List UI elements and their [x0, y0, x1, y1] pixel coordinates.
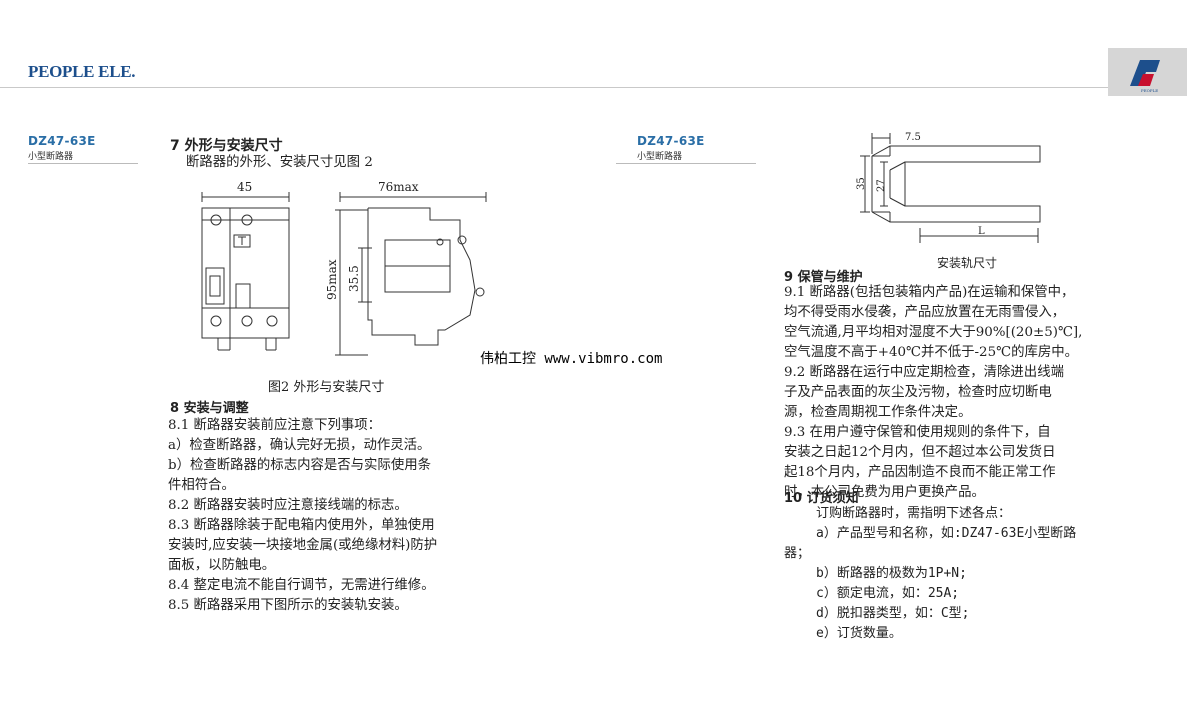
section-10-body: 订购断路器时，需指明下述各点： a）产品型号和名称，如:DZ47-63E小型断路… — [784, 504, 1076, 644]
section-8-line: a）检查断路器，确认完好无损，动作灵活。 — [168, 438, 431, 453]
product-model-left: DZ47-63E — [28, 134, 96, 148]
dim-depth-label: 76max — [378, 180, 419, 194]
section-9-line: 子及产品表面的灰尘及污物，检查时应切断电 — [784, 385, 1052, 400]
company-logo: PEOPLE — [1108, 48, 1187, 96]
section-8-line: 8.5 断路器采用下图所示的安装轨安装。 — [168, 598, 408, 613]
product-model-right: DZ47-63E — [637, 134, 705, 148]
section-7-heading: 7 外形与安装尺寸 — [170, 138, 283, 154]
dim-width-label: 45 — [237, 180, 252, 194]
brand-name: PEOPLE ELE. — [28, 62, 136, 81]
section-9-heading: 9 保管与维护 — [784, 270, 863, 285]
section-10-line: e）订货数量。 — [816, 626, 902, 641]
section-9-line: 空气温度不高于+40℃并不低于-25℃的库房中。 — [784, 345, 1079, 360]
section-8-body: 8.1 断路器安装前应注意下列事项： a）检查断路器，确认完好无损，动作灵活。 … — [168, 416, 437, 616]
section-9-line: 9.2 断路器在运行中应定期检查，清除进出线端 — [784, 365, 1064, 380]
rail-dim-L: L — [978, 226, 985, 237]
rail-dimension-drawing: 7.5 35 27 L — [856, 132, 1041, 243]
rail-dim-35: 35 — [856, 177, 867, 190]
section-9-line: 时，本公司免费为用户更换产品。 — [784, 485, 985, 500]
section-8-heading: 8 安装与调整 — [170, 401, 249, 416]
rail-caption: 安装轨尺寸 — [937, 256, 998, 270]
logo-mark-icon: PEOPLE — [1130, 60, 1160, 93]
section-10-line: c）额定电流，如：25A; — [816, 586, 960, 601]
section-10-line: b）断路器的极数为1P+N; — [816, 566, 967, 581]
section-10-line: d）脱扣器类型，如：C型; — [816, 606, 970, 621]
section-9-line: 起18个月内，产品因制造不良而不能正常工作 — [784, 465, 1056, 480]
dim-height-label: 95max — [325, 259, 339, 300]
section-10-line: a）产品型号和名称，如:DZ47-63E小型断路 — [816, 526, 1077, 541]
section-8-line: 8.4 整定电流不能自行调节，无需进行维修。 — [168, 578, 435, 593]
section-9-line: 9.3 在用户遵守保管和使用规则的条件下，自 — [784, 425, 1051, 440]
section-9-line: 源，检查周期视工作条件决定。 — [784, 405, 972, 420]
section-8-line: 件相符合。 — [168, 478, 235, 493]
section-9-line: 安装之日起12个月内，但不超过本公司发货日 — [784, 445, 1056, 460]
logo-text: PEOPLE — [1141, 88, 1158, 93]
section-10-heading: 10 订货须知 — [784, 491, 859, 506]
section-8-line: b）检查断路器的标志内容是否与实际使用条 — [168, 458, 431, 473]
section-8-line: 8.3 断路器除装于配电箱内使用外，单独使用 — [168, 518, 435, 533]
breaker-dimension-drawing: 45 76max 95max 35.5 — [201, 180, 487, 356]
section-9-line: 9.1 断路器(包括包装箱内产品)在运输和保管中， — [784, 285, 1075, 300]
section-9-body: 9.1 断路器(包括包装箱内产品)在运输和保管中， 均不得受雨水侵袭，产品应放置… — [784, 283, 1082, 503]
tag-divider-left — [28, 163, 138, 164]
section-8-line: 8.1 断路器安装前应注意下列事项： — [168, 418, 382, 433]
rail-dim-27: 27 — [876, 179, 887, 192]
section-8-line: 8.2 断路器安装时应注意接线端的标志。 — [168, 498, 408, 513]
dim-mid-label: 35.5 — [347, 265, 361, 292]
section-10-line: 器； — [784, 546, 811, 561]
section-8-line: 面板，以防触电。 — [168, 558, 276, 573]
watermark-text: 伟柏工控 www.vibmro.com — [480, 351, 663, 367]
tag-divider-right — [616, 163, 756, 164]
figure-2-caption: 图2 外形与安装尺寸 — [268, 380, 385, 395]
section-8-line: 安装时,应安装一块接地金属(或绝缘材料)防护 — [168, 538, 438, 553]
product-subtitle-right: 小型断路器 — [637, 152, 683, 162]
section-9-line: 空气流通,月平均相对湿度不大于90%[(20±5)℃], — [784, 325, 1083, 340]
product-subtitle-left: 小型断路器 — [28, 152, 74, 162]
header-divider — [0, 87, 1108, 88]
rail-dim-top: 7.5 — [905, 132, 921, 143]
section-7-intro: 断路器的外形、安装尺寸见图 2 — [186, 155, 373, 170]
section-9-line: 均不得受雨水侵袭，产品应放置在无雨雪侵入， — [784, 305, 1066, 320]
section-10-line: 订购断路器时，需指明下述各点： — [816, 506, 1012, 521]
